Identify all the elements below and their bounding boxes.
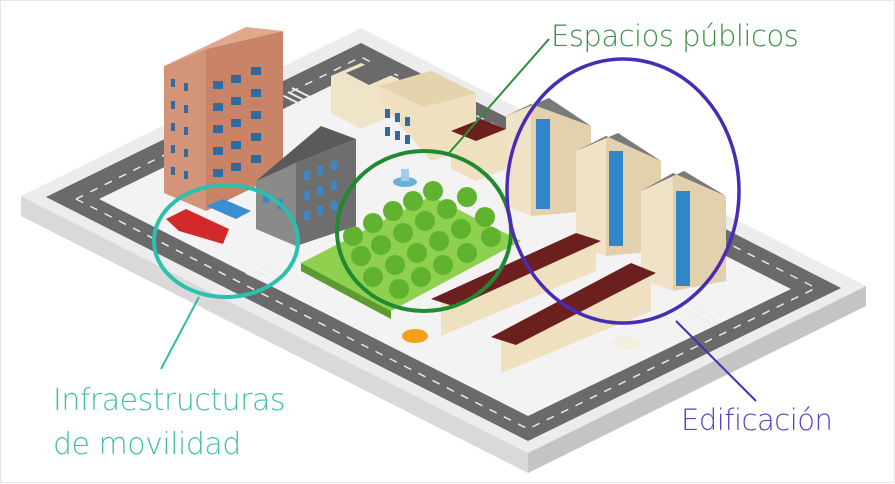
yellow-taxi xyxy=(402,329,428,343)
infraestructuras-circle xyxy=(152,183,300,299)
infraestructuras-leader-line xyxy=(160,296,200,370)
white-car xyxy=(612,336,640,350)
infraestructuras-label-line1: Infraestructuras xyxy=(53,383,285,418)
espacios-leader-line xyxy=(448,38,550,154)
espacios-publicos-label: Espacios públicos xyxy=(551,19,799,53)
row-houses xyxy=(431,233,656,373)
red-bus xyxy=(166,209,229,244)
bus-stop xyxy=(206,199,251,219)
edificacion-label: Edificación xyxy=(681,403,833,437)
office-buildings xyxy=(506,98,726,291)
grey-apartment-building xyxy=(256,126,356,246)
infraestructuras-label-line2: de movilidad xyxy=(53,427,241,462)
edificacion-leader-line xyxy=(675,320,757,402)
edificacion-circle xyxy=(505,57,741,325)
infraestructuras-label: Infraestructuras de movilidad xyxy=(53,379,285,467)
brick-tower xyxy=(164,27,283,211)
back-buildings xyxy=(331,59,506,181)
vehicles xyxy=(166,199,640,350)
